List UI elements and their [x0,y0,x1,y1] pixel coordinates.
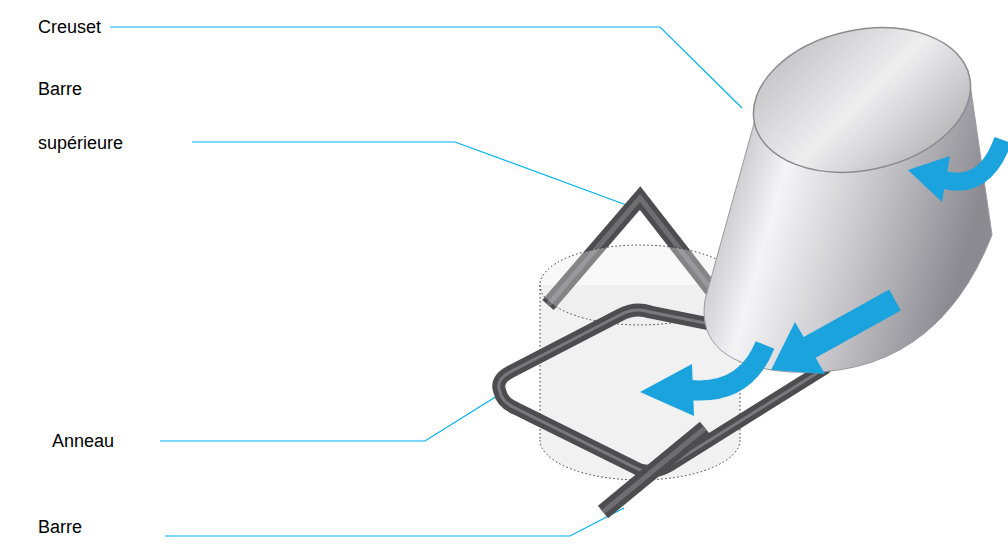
part-label: Creuset [38,16,238,38]
part-label: Barre [38,516,238,538]
crucible [704,9,992,373]
motion-arrows [640,140,1003,416]
leader-lines [110,27,742,536]
part-label: Anneau [52,430,252,452]
bottom-bar [603,428,705,512]
part-label: Barre supérieure [38,62,150,170]
